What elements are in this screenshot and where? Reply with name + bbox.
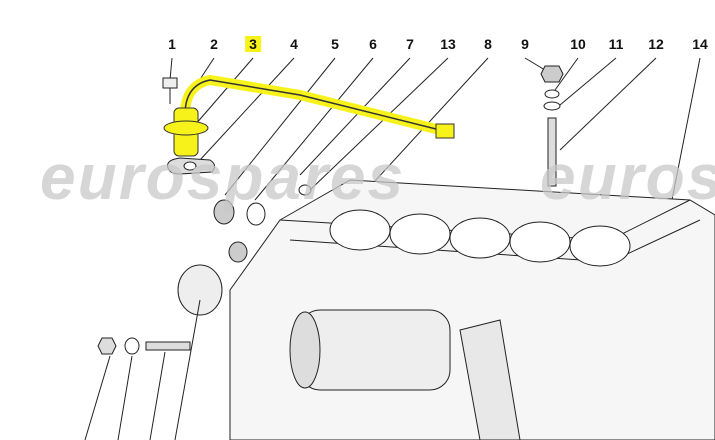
callout-8[interactable]: 8 xyxy=(484,36,492,52)
callout-13[interactable]: 13 xyxy=(440,36,456,52)
callout-10[interactable]: 10 xyxy=(570,36,586,52)
callout-12[interactable]: 12 xyxy=(648,36,664,52)
callout-11[interactable]: 11 xyxy=(608,36,624,52)
callout-6[interactable]: 6 xyxy=(369,36,377,52)
callout-4[interactable]: 4 xyxy=(290,36,298,52)
callout-9[interactable]: 9 xyxy=(521,36,529,52)
callout-1[interactable]: 1 xyxy=(168,36,176,52)
callout-5[interactable]: 5 xyxy=(331,36,339,52)
callout-2[interactable]: 2 xyxy=(210,36,218,52)
callout-14[interactable]: 14 xyxy=(692,36,708,52)
highlighted-part-3 xyxy=(163,74,455,157)
callout-3[interactable]: 3 xyxy=(245,36,261,52)
callout-7[interactable]: 7 xyxy=(406,36,414,52)
